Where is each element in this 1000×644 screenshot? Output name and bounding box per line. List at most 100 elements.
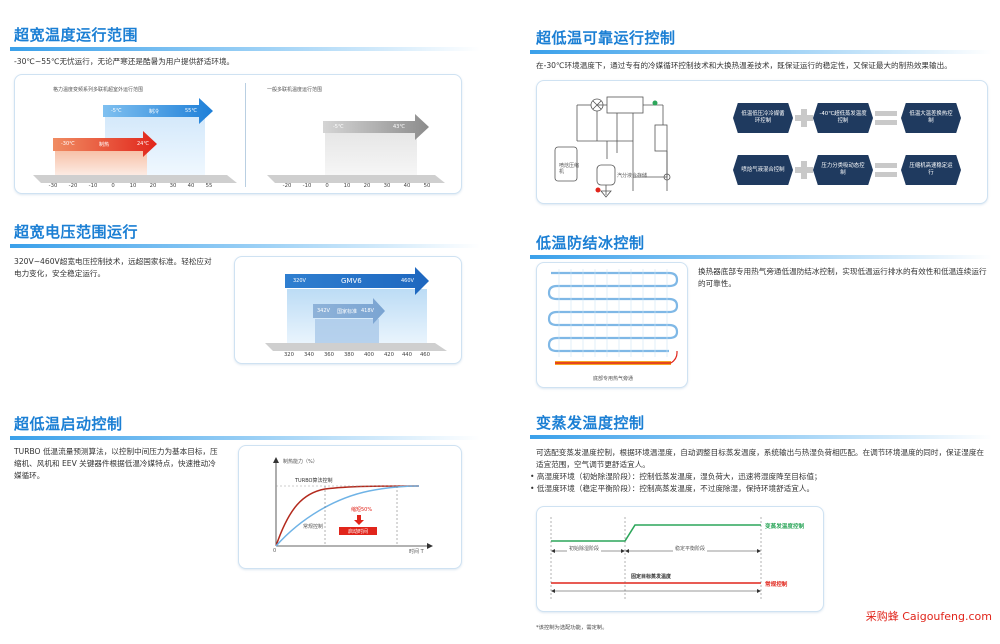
process-step: 喷焓气液混合控制: [733, 155, 793, 185]
tick: 30: [169, 183, 177, 189]
cool-mid-label: 制冷: [149, 109, 160, 115]
title-underline: [10, 47, 480, 51]
bullet-low-humidity: • 低湿度环境（稳定平衡阶段）：控制高蒸发温度，不过度除湿，保持环境舒适宜人。: [530, 484, 815, 493]
tick: -30: [48, 183, 58, 189]
heat-start-label: -30℃: [61, 141, 75, 147]
tick: 50: [423, 183, 431, 189]
tick: 340: [303, 352, 315, 358]
section-title-variable-evaporation: 变蒸发温度控制: [536, 414, 645, 432]
tick: 10: [129, 183, 137, 189]
tick: 440: [401, 352, 413, 358]
temperature-range-panel: 格力温度变频系列多联机超室外运行范围 一般多联机温度运行范围 -5℃ 制冷 55…: [14, 74, 462, 194]
panel-divider: [245, 83, 246, 187]
variable-evaporation-text: 可选配变蒸发温度控制，根据环境温湿度，自动调整目标蒸发温度，系统输出与热湿负荷相…: [536, 448, 985, 469]
tick: 40: [403, 183, 411, 189]
tick: 30: [383, 183, 391, 189]
tick: 55: [205, 183, 213, 189]
generic-end-label: 43℃: [393, 124, 405, 130]
turbo-curve-label: TURBO算法控制: [295, 478, 333, 484]
evaporation-temperature-chart: [550, 517, 762, 599]
plus-icon: [795, 109, 813, 127]
wide-voltage-label: GMV6: [341, 277, 362, 285]
separator-label: 汽分液合存储: [617, 173, 648, 179]
anti-freeze-text: 换热器底部专用热气旁通低温防结冰控制，实现低温运行排水的有效性和低温连续运行的可…: [698, 267, 987, 288]
voltage-range-panel: 320V GMV6 460V 342V 国家标准 418V 320 340 36…: [234, 256, 462, 364]
tick: 380: [343, 352, 355, 358]
section-title-anti-freeze: 低温防结冰控制: [536, 234, 645, 252]
wide-voltage-end: 460V: [401, 278, 414, 284]
compressor-label: 喷焓压缩机: [559, 163, 580, 175]
fixed-evap-label: 固定目标蒸发温度: [631, 574, 672, 580]
cool-start-label: -5℃: [111, 108, 122, 114]
refrigerant-circuit-diagram: [554, 96, 671, 198]
start-time-label: 启动时间: [348, 529, 369, 535]
generic-temperature-chart: [267, 114, 445, 183]
stage-stable-label: 稳定平衡阶段: [673, 545, 708, 552]
heat-end-label: 24℃: [137, 141, 149, 147]
stage-initial-label: 初始除湿阶段: [567, 545, 602, 552]
conventional-control-legend: 常规控制: [765, 582, 788, 588]
heat-exchanger-diagram: [547, 269, 679, 365]
bullet-high-humidity: • 高湿度环境（初始除湿阶段）：控制低蒸发温度，湿负荷大，迅速将湿度降至目标值；: [530, 472, 822, 481]
tick: -10: [302, 183, 312, 189]
tick: 0: [325, 183, 329, 189]
tick: 20: [363, 183, 371, 189]
equals-icon: [875, 111, 897, 125]
title-underline: [10, 244, 480, 248]
tick: 420: [383, 352, 395, 358]
tick: 460: [419, 352, 431, 358]
footnote: *该控制为选配功能，需定制。: [536, 625, 608, 631]
voltage-chart: [265, 267, 447, 351]
x-axis-label: 时间 T: [409, 549, 424, 555]
process-step: 压力分类吸动态控制: [813, 155, 873, 185]
generic-range-caption: 一般多联机温度运行范围: [267, 87, 323, 93]
low-temp-start-text: TURBO 低温流量预测算法，以控制中间压力为基本目标，压缩机、风机和 EEV …: [14, 447, 218, 480]
wide-voltage-start: 320V: [293, 278, 306, 284]
generic-start-label: -5℃: [333, 124, 344, 130]
tick: 40: [187, 183, 195, 189]
heat-mid-label: 制热: [99, 142, 110, 148]
section-title-temperature-range: 超宽温度运行范围: [14, 26, 139, 44]
anti-freeze-panel: 底部专用热气旁通: [536, 262, 688, 388]
temperature-range-text: -30℃~55℃无忧运行，无论严寒还是酷暑为用户提供舒适环境。: [14, 57, 235, 66]
national-voltage-label: 国家标准: [337, 309, 358, 315]
tick: -10: [88, 183, 98, 189]
national-voltage-start: 342V: [317, 308, 330, 314]
process-result: 压缩机高速稳定运行: [901, 155, 961, 185]
national-voltage-end: 418V: [361, 308, 374, 314]
gree-range-caption: 格力温度变频系列多联机超室外运行范围: [53, 87, 144, 93]
section-title-low-temp-start: 超低温启动控制: [14, 415, 123, 433]
low-temp-start-panel: 制热能力（%） 时间 T 0 TURBO算法控制 常规控制 缩短50% 启动时间: [238, 445, 462, 569]
plus-icon: [795, 161, 813, 179]
voltage-range-text: 320V~460V超宽电压控制技术，远超国家标准。轻松应对电力变化，安全稳定运行…: [14, 257, 212, 278]
reliable-low-temp-panel: 喷焓压缩机 汽分液合存储 低温低压冷冷媒循环控制 -40℃超低蒸发温度控制 低温…: [536, 80, 988, 204]
watermark: 采购蜂 Caigoufeng.com: [865, 610, 992, 623]
title-underline: [530, 50, 992, 54]
gree-temperature-chart: [33, 98, 237, 183]
tick: -20: [68, 183, 78, 189]
normal-curve-label: 常规控制: [303, 524, 324, 530]
equals-icon: [875, 163, 897, 177]
bypass-caption: 底部专用热气旁通: [593, 376, 634, 382]
y-axis-label: 制热能力（%）: [283, 459, 318, 465]
section-title-voltage-range: 超宽电压范围运行: [14, 223, 139, 241]
shorten-label: 缩短50%: [351, 507, 373, 513]
tick: 10: [343, 183, 351, 189]
tick: 20: [149, 183, 157, 189]
heating-capacity-chart: [273, 457, 433, 549]
tick: 360: [323, 352, 335, 358]
tick: 0: [111, 183, 115, 189]
process-result: 低温大温差换热控制: [901, 103, 961, 133]
tick: -20: [282, 183, 292, 189]
title-underline: [530, 255, 992, 259]
cool-end-label: 55℃: [185, 108, 197, 114]
evaporation-chart-panel: 初始除湿阶段 稳定平衡阶段 固定目标蒸发温度 变蒸发温度控制 常规控制: [536, 506, 824, 612]
process-step: 低温低压冷冷媒循环控制: [733, 103, 793, 133]
reliable-low-temp-text: 在-30℃环境温度下，通过专有的冷媒循环控制技术和大换热温差技术，既保证运行的稳…: [536, 61, 952, 70]
process-step: -40℃超低蒸发温度控制: [813, 103, 873, 133]
title-underline: [10, 436, 480, 440]
variable-control-legend: 变蒸发温度控制: [765, 524, 805, 530]
tick: 320: [283, 352, 295, 358]
section-title-reliable-low-temp: 超低温可靠运行控制: [536, 29, 676, 47]
tick: 400: [363, 352, 375, 358]
